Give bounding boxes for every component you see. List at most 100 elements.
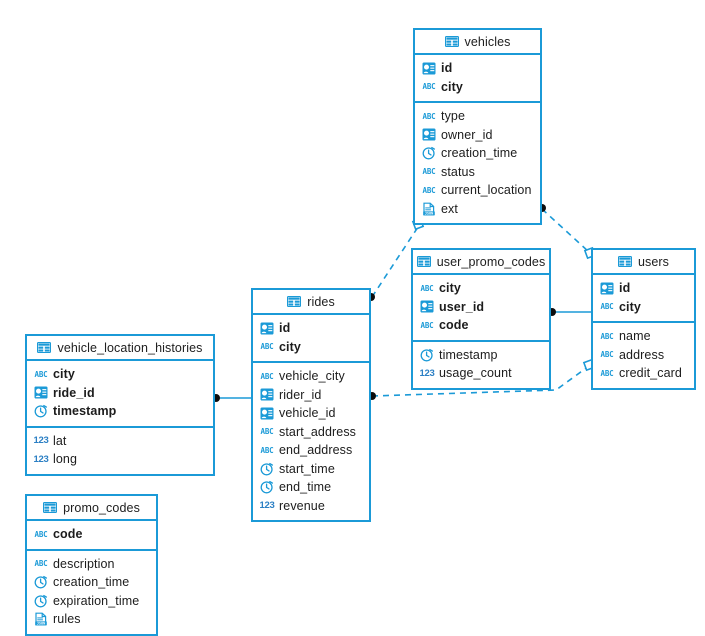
123-number-icon: 123 <box>33 435 49 446</box>
table-header-user_promo_codes[interactable]: user_promo_codes <box>413 250 549 275</box>
field-row-rides-start_address[interactable]: ABC start_address <box>253 423 369 442</box>
field-name: owner_id <box>441 127 493 142</box>
table-header-promo_codes[interactable]: promo_codes <box>27 496 156 521</box>
rel-user-promo-codes-users <box>548 308 591 316</box>
field-row-promo_codes-expiration_time[interactable]: expiration_time <box>27 592 156 611</box>
field-row-user_promo_codes-user_id[interactable]: user_id <box>413 298 549 317</box>
table-header-rides[interactable]: rides <box>253 290 369 315</box>
field-row-rides-revenue[interactable]: 123 revenue <box>253 497 369 516</box>
clock-icon <box>34 404 48 418</box>
field-name: start_address <box>279 424 357 439</box>
table-grid-icon <box>43 501 58 515</box>
field-name: ride_id <box>53 385 95 400</box>
svg-text:JSON: JSON <box>425 211 433 215</box>
table-title: vehicle_location_histories <box>57 340 203 355</box>
edge-path <box>541 208 590 253</box>
id-card-icon <box>422 61 436 75</box>
field-row-rides-vehicle_id[interactable]: vehicle_id <box>253 404 369 423</box>
field-name: rules <box>53 612 81 627</box>
clock-icon <box>260 480 274 494</box>
field-name: user_id <box>439 299 485 314</box>
table-header-vehicle_location_histories[interactable]: vehicle_location_histories <box>27 336 213 361</box>
table-title: user_promo_codes <box>436 254 546 269</box>
table-grid-icon <box>287 295 302 309</box>
table-title: users <box>637 254 670 269</box>
clock-icon <box>34 575 48 589</box>
field-row-promo_codes-description[interactable]: ABC description <box>27 555 156 574</box>
clock-icon <box>422 146 436 160</box>
abc-text-icon: ABC <box>34 559 48 568</box>
field-name: city <box>279 339 301 354</box>
json-document-icon: JSON <box>34 612 48 626</box>
table-header-vehicles[interactable]: vehicles <box>415 30 540 55</box>
field-row-rides-end_time[interactable]: end_time <box>253 478 369 497</box>
id-card-icon <box>600 281 614 295</box>
table-title: rides <box>307 294 335 309</box>
field-row-promo_codes-rules[interactable]: JSON rules <box>27 610 156 629</box>
field-row-user_promo_codes-timestamp[interactable]: timestamp <box>413 346 549 365</box>
clock-icon <box>260 462 274 476</box>
field-row-rides-id[interactable]: id <box>253 319 369 338</box>
field-row-vehicles-owner_id[interactable]: owner_id <box>415 126 540 145</box>
field-name: end_time <box>279 480 332 495</box>
abc-text-icon: ABC <box>420 283 434 293</box>
field-name: description <box>53 556 115 571</box>
123-number-icon: 123 <box>259 500 275 511</box>
field-row-rides-rider_id[interactable]: rider_id <box>253 386 369 405</box>
field-name: type <box>441 109 466 124</box>
field-name: vehicle_id <box>279 406 336 421</box>
clock-icon <box>420 348 434 362</box>
id-card-icon <box>260 388 274 402</box>
abc-text-icon: ABC <box>422 82 436 91</box>
abc-text-icon: ABC <box>260 445 274 455</box>
svg-text:JSON: JSON <box>37 622 45 626</box>
field-name: ext <box>441 201 458 216</box>
id-card-icon <box>260 406 274 420</box>
field-row-rides-start_time[interactable]: start_time <box>253 460 369 479</box>
id-card-icon <box>422 128 436 142</box>
table-header-users[interactable]: users <box>593 250 694 275</box>
field-row-vehicle_location_histories-timestamp[interactable]: timestamp <box>27 402 213 421</box>
abc-text-icon: ABC <box>600 302 614 311</box>
field-name: revenue <box>279 498 325 513</box>
field-row-vehicles-id[interactable]: id <box>415 59 540 78</box>
field-row-vehicles-type[interactable]: ABC type <box>415 107 540 126</box>
field-row-promo_codes-creation_time[interactable]: creation_time <box>27 573 156 592</box>
abc-text-icon: ABC <box>260 427 274 436</box>
field-name: timestamp <box>439 347 498 362</box>
field-row-vehicles-creation_time[interactable]: creation_time <box>415 144 540 163</box>
field-row-vehicle_location_histories-ride_id[interactable]: ride_id <box>27 384 213 403</box>
field-row-users-id[interactable]: id <box>593 279 694 298</box>
abc-text-icon: ABC <box>422 167 436 176</box>
table-title: vehicles <box>464 34 511 49</box>
abc-text-icon: ABC <box>422 111 436 121</box>
field-name: creation_time <box>53 575 130 590</box>
field-row-vehicles-ext[interactable]: JSON ext <box>415 200 540 219</box>
abc-text-icon: ABC <box>260 371 274 381</box>
